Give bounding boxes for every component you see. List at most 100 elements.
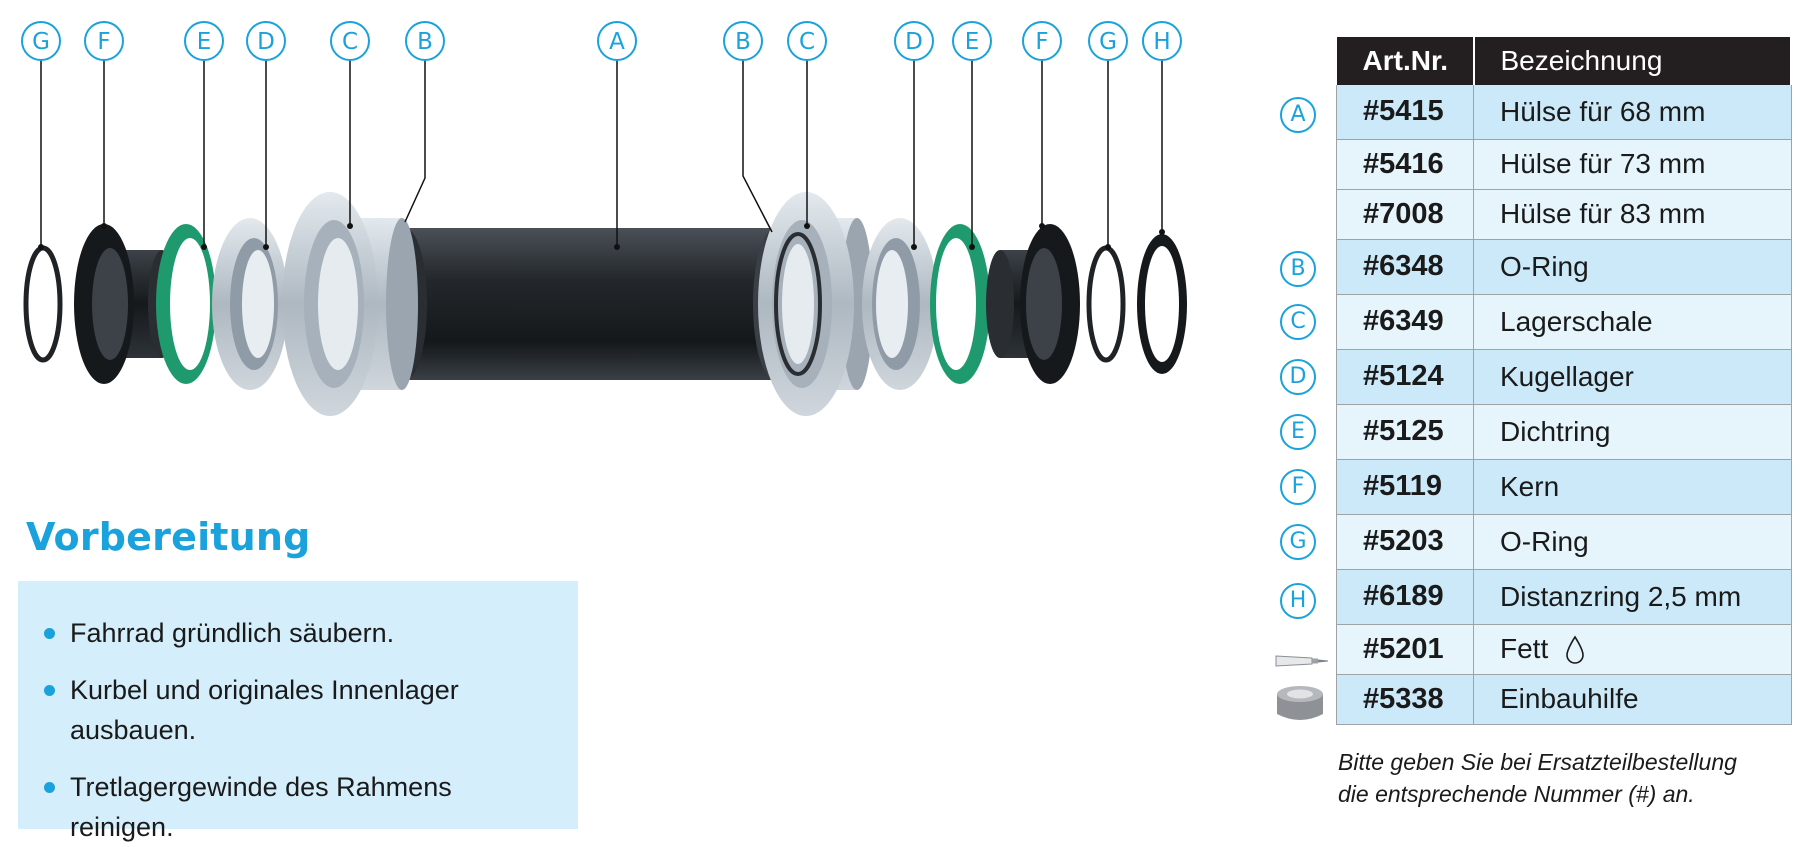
table-row: #6189 Distanzring 2,5 mm — [1336, 569, 1792, 625]
callout-leaders — [38, 60, 1165, 250]
svg-text:E: E — [965, 29, 980, 55]
footnote-line: Bitte geben Sie bei Ersatzteilbestellung — [1338, 749, 1737, 775]
preparation-item: Kurbel und originales Innenlager ausbaue… — [44, 670, 490, 750]
name-cell: Hülse für 83 mm — [1473, 189, 1792, 240]
callout-f-left: F — [84, 21, 124, 61]
order-footnote: Bitte geben Sie bei Ersatzteilbestellung… — [1338, 746, 1788, 810]
art-nr-cell: #5338 — [1336, 674, 1474, 725]
svg-text:H: H — [1153, 29, 1170, 55]
table-row: #5124 Kugellager — [1336, 349, 1792, 405]
art-nr-cell: #6348 — [1336, 239, 1474, 295]
art-nr-cell: #7008 — [1336, 189, 1474, 240]
table-row: #5201 Fett — [1336, 624, 1792, 675]
table-row: #7008 Hülse für 83 mm — [1336, 189, 1792, 240]
name-cell: O-Ring — [1473, 514, 1792, 570]
callout-g-left: G — [21, 21, 61, 61]
art-nr-cell: #5203 — [1336, 514, 1474, 570]
preparation-item: Fahrrad gründlich säubern. — [44, 613, 558, 653]
footnote-line: die entsprechende Nummer (#) an. — [1338, 781, 1695, 807]
name-cell: O-Ring — [1473, 239, 1792, 295]
drop-icon — [1566, 635, 1584, 665]
svg-text:B: B — [735, 29, 751, 55]
callout-labels: G F E D C B A B C D E F G H — [21, 21, 1182, 61]
row-marker-a: A — [1280, 97, 1316, 133]
row-marker-g: G — [1280, 524, 1316, 560]
preparation-title: Vorbereitung — [26, 515, 311, 559]
install-tool-icon — [1277, 686, 1323, 720]
name-cell: Distanzring 2,5 mm — [1473, 569, 1792, 625]
name-cell: Fett — [1473, 624, 1792, 675]
preparation-box: Fahrrad gründlich säubern. Kurbel und or… — [18, 581, 578, 842]
art-nr-cell: #5119 — [1336, 459, 1474, 515]
name-cell: Dichtring — [1473, 404, 1792, 460]
row-marker-c: C — [1280, 304, 1316, 340]
callout-g-right: G — [1088, 21, 1128, 61]
svg-text:A: A — [609, 29, 625, 55]
row-marker-e: E — [1280, 414, 1316, 450]
bearing-right-part — [862, 218, 938, 390]
svg-text:F: F — [1035, 29, 1048, 55]
art-nr-cell: #5415 — [1336, 85, 1474, 140]
spacer-right-part — [1137, 234, 1187, 374]
name-text: Fett — [1500, 632, 1549, 664]
callout-a: A — [597, 21, 637, 61]
table-row: #5416 Hülse für 73 mm — [1336, 139, 1792, 190]
row-marker-h: H — [1280, 583, 1316, 619]
svg-text:D: D — [905, 29, 923, 55]
svg-text:G: G — [32, 29, 50, 55]
svg-text:C: C — [342, 29, 358, 55]
callout-h: H — [1142, 21, 1182, 61]
art-nr-cell: #5125 — [1336, 404, 1474, 460]
preparation-item: Tretlagergewinde des Rahmens reinigen. — [44, 767, 558, 847]
svg-text:D: D — [257, 29, 275, 55]
table-row: #5125 Dichtring — [1336, 404, 1792, 460]
svg-text:E: E — [197, 29, 212, 55]
core-left-part — [74, 224, 176, 384]
row-marker-b: B — [1280, 251, 1316, 287]
exploded-bottom-bracket-diagram: G F E D C B A B C D E F G H — [21, 21, 1187, 416]
name-cell: Hülse für 68 mm — [1473, 85, 1792, 140]
grease-tube-icon — [1275, 655, 1328, 667]
callout-b-left: B — [405, 21, 445, 61]
art-nr-cell: #6189 — [1336, 569, 1474, 625]
callout-f-right: F — [1022, 21, 1062, 61]
table-row: #5119 Kern — [1336, 459, 1792, 515]
svg-text:C: C — [799, 29, 815, 55]
callout-c-right: C — [787, 21, 827, 61]
row-marker-d: D — [1280, 359, 1316, 395]
callout-c-left: C — [330, 21, 370, 61]
callout-e-left: E — [184, 21, 224, 61]
name-cell: Lagerschale — [1473, 294, 1792, 350]
sleeve-part — [383, 228, 797, 380]
table-row: #5338 Einbauhilfe — [1336, 674, 1792, 725]
parts-table: Art.Nr. Bezeichnung #5415 Hülse für 68 m… — [1336, 37, 1792, 725]
preparation-list: Fahrrad gründlich säubern. Kurbel und or… — [44, 613, 558, 847]
art-nr-cell: #5416 — [1336, 139, 1474, 190]
cup-left-part — [282, 192, 418, 416]
callout-d-right: D — [894, 21, 934, 61]
svg-text:F: F — [97, 29, 110, 55]
table-row: #5415 Hülse für 68 mm — [1336, 85, 1792, 140]
seal-left-part — [156, 224, 216, 384]
row-marker-f: F — [1280, 469, 1316, 505]
art-nr-cell: #5124 — [1336, 349, 1474, 405]
name-cell: Kern — [1473, 459, 1792, 515]
cup-right-part — [758, 192, 873, 416]
table-row: #5203 O-Ring — [1336, 514, 1792, 570]
row-markers: A B C D E F G H — [1270, 0, 1330, 843]
svg-text:G: G — [1099, 29, 1117, 55]
svg-text:B: B — [417, 29, 433, 55]
seal-right-part — [930, 224, 990, 384]
art-nr-cell: #5201 — [1336, 624, 1474, 675]
bearing-left-part — [212, 218, 288, 390]
o-ring-left-part — [23, 245, 63, 363]
core-right-part — [986, 224, 1080, 384]
o-ring-right-part — [1086, 245, 1126, 363]
callout-d-left: D — [246, 21, 286, 61]
name-cell: Einbauhilfe — [1473, 674, 1792, 725]
table-row: #6348 O-Ring — [1336, 239, 1792, 295]
header-art-nr: Art.Nr. — [1336, 37, 1475, 85]
parts-table-header: Art.Nr. Bezeichnung — [1336, 37, 1792, 85]
callout-e-right: E — [952, 21, 992, 61]
name-cell: Hülse für 73 mm — [1473, 139, 1792, 190]
